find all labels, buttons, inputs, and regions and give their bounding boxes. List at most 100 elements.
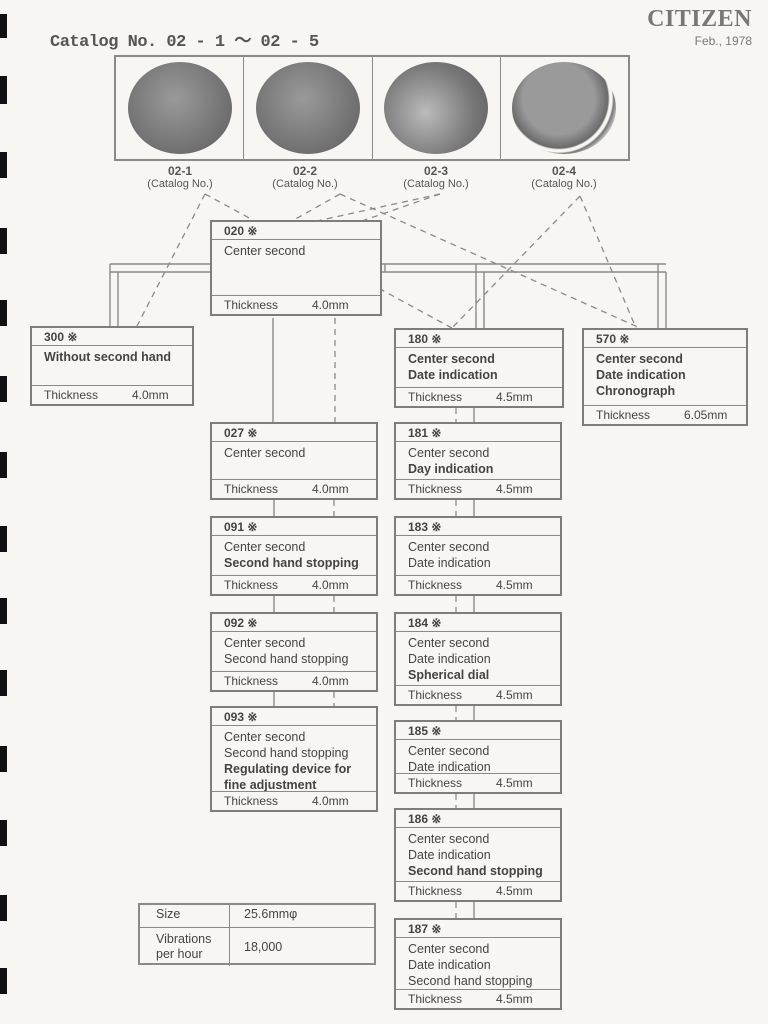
caliber-features: Center second	[212, 442, 376, 464]
caliber-feature: Date indication	[408, 556, 491, 570]
caliber-feature: Date indication	[408, 760, 491, 774]
caliber-feature: Center second	[408, 446, 490, 460]
caliber-code: 181 ※	[396, 424, 560, 442]
thickness-label: Thickness	[224, 298, 279, 312]
caliber-code: 185 ※	[396, 722, 560, 740]
caliber-feature: Day indication	[408, 462, 494, 476]
caliber-feature: Second hand stopping	[408, 974, 533, 988]
caliber-feature: Date indication	[408, 368, 498, 382]
thickness-label: Thickness	[408, 688, 463, 702]
caliber-code: 092 ※	[212, 614, 376, 632]
thickness-value: 4.5mm	[496, 688, 533, 702]
caliber-features: Without second hand	[32, 346, 192, 368]
thickness-value: 4.5mm	[496, 884, 533, 898]
caliber-feature: Center second	[408, 832, 490, 846]
caliber-feature: Center second	[408, 352, 495, 366]
caliber-thickness-row: Thickness 4.5mm	[396, 881, 560, 900]
caliber-code: 187 ※	[396, 920, 560, 938]
caliber-thickness-row: Thickness 4.0mm	[32, 385, 192, 404]
movement-caption-02-3: 02-3(Catalog No.)	[403, 164, 469, 190]
thickness-label: Thickness	[408, 390, 463, 404]
movement-caption-02-2: 02-2(Catalog No.)	[272, 164, 338, 190]
thickness-value: 6.05mm	[684, 408, 728, 422]
caliber-code: 570 ※	[584, 330, 746, 348]
caliber-feature: Chronograph	[596, 384, 676, 398]
movement-photo-02-4	[501, 57, 628, 159]
thickness-label: Thickness	[224, 674, 279, 688]
caliber-feature: Date indication	[596, 368, 686, 382]
thickness-label: Thickness	[44, 388, 99, 402]
movement-photo-strip	[114, 55, 630, 161]
caliber-feature: Date indication	[408, 848, 491, 862]
caliber-thickness-row: Thickness 4.5mm	[396, 773, 560, 792]
caliber-feature: Date indication	[408, 652, 491, 666]
caliber-code: 183 ※	[396, 518, 560, 536]
catalog-title: Catalog No. 02 - 1 ～ 02 - 5	[50, 33, 319, 52]
thickness-label: Thickness	[408, 776, 463, 790]
caliber-feature: Second hand stopping	[224, 652, 349, 666]
caliber-code: 091 ※	[212, 518, 376, 536]
caliber-feature: Second hand stopping	[224, 556, 359, 570]
caliber-code: 180 ※	[396, 330, 562, 348]
thickness-label: Thickness	[408, 482, 463, 496]
caliber-feature: Second hand stopping	[408, 864, 543, 878]
caliber-feature: Center second	[408, 540, 490, 554]
thickness-label: Thickness	[224, 794, 279, 808]
caliber-feature: Spherical dial	[408, 668, 490, 682]
thickness-value: 4.5mm	[496, 992, 533, 1006]
caliber-feature: Center second	[224, 244, 306, 258]
size-value: 25.6mmφ	[244, 907, 298, 921]
caliber-code: 020 ※	[212, 222, 380, 240]
movement-caption-02-4: 02-4(Catalog No.)	[531, 164, 597, 190]
caliber-feature: Center second	[224, 446, 306, 460]
brand-logo: CITIZEN	[647, 6, 752, 32]
thickness-value: 4.5mm	[496, 482, 533, 496]
thickness-value: 4.0mm	[312, 482, 349, 496]
movement-photo-02-2	[244, 57, 373, 159]
thickness-value: 4.0mm	[132, 388, 169, 402]
caliber-thickness-row: Thickness 4.5mm	[396, 685, 560, 704]
caliber-feature: Without second hand	[44, 350, 171, 364]
caliber-feature: Date indication	[408, 958, 491, 972]
caliber-code: 093 ※	[212, 708, 376, 726]
caliber-feature: fine adjustment	[224, 778, 317, 792]
caliber-feature: Center second	[224, 730, 306, 744]
caliber-code: 027 ※	[212, 424, 376, 442]
caliber-feature: Center second	[408, 636, 490, 650]
caliber-feature: Center second	[224, 540, 306, 554]
thickness-value: 4.5mm	[496, 776, 533, 790]
thickness-label: Thickness	[408, 884, 463, 898]
thickness-value: 4.0mm	[312, 578, 349, 592]
caliber-feature: Regulating device for	[224, 762, 352, 776]
